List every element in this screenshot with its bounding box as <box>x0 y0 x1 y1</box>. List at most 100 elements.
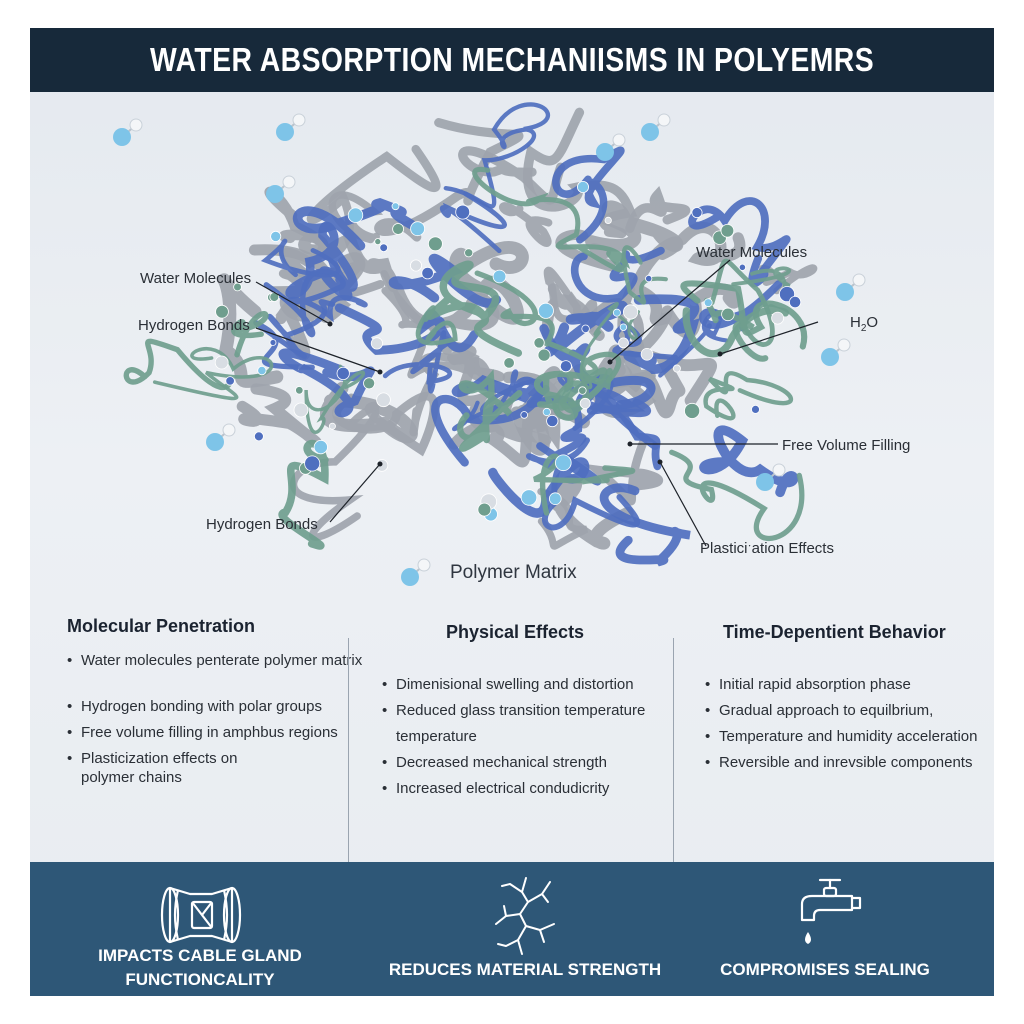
water-oxygen <box>266 185 284 203</box>
polar-chain <box>334 303 479 355</box>
callout-leader-line <box>255 327 381 373</box>
polymer-chain <box>585 200 684 252</box>
atom-node <box>215 304 229 319</box>
polymer-chain <box>332 391 439 457</box>
atom-node <box>554 454 572 472</box>
side-chain <box>533 453 636 516</box>
list-item: Temperature and humidity acceleration <box>705 727 977 746</box>
water-oxygen <box>276 123 294 141</box>
atom-node <box>691 207 703 219</box>
atom-node <box>328 422 336 430</box>
side-chain <box>682 304 789 358</box>
side-chain <box>621 245 668 305</box>
callout-plasticization-effects: Plasticiˑation Effects <box>700 540 834 557</box>
atom-node <box>257 365 267 376</box>
side-chain <box>426 260 523 357</box>
atom-node <box>379 243 389 253</box>
atom-node <box>579 397 591 409</box>
callout-leader-line <box>609 259 731 363</box>
side-chain <box>278 439 329 550</box>
polymer-chain <box>448 241 529 325</box>
impact-label: IMPACTS CABLE GLAND <box>98 946 302 965</box>
polymer-matrix-label: Polymer Matrix <box>450 562 577 583</box>
water-oxygen <box>206 433 224 451</box>
water-oxygen <box>836 283 854 301</box>
side-chain <box>669 449 805 542</box>
atom-node <box>391 202 400 211</box>
atom-node <box>788 296 802 309</box>
atom-node <box>233 282 242 292</box>
atom-node <box>374 238 382 246</box>
list-item: Gradual approach to equilbrium, <box>705 701 977 720</box>
polymer-chain <box>537 487 589 550</box>
water-hydrogen <box>657 113 671 127</box>
polar-chain <box>263 268 368 338</box>
callout-leader-dot <box>717 351 723 357</box>
callout-leader-line <box>659 461 707 547</box>
dripping-faucet-icon <box>800 878 862 944</box>
atom-node <box>295 386 304 395</box>
crack-icon <box>495 877 555 955</box>
polar-chain <box>571 246 665 303</box>
atom-node <box>421 266 434 280</box>
polar-chain <box>552 146 625 244</box>
impact-sealing: COMPROMISES SEALING <box>710 862 940 996</box>
atom-node <box>751 404 760 414</box>
polymer-chain <box>625 186 691 233</box>
water-hydrogen <box>772 463 786 477</box>
polar-chain <box>285 221 358 301</box>
polymer-chain <box>583 438 664 506</box>
atom-node <box>684 402 701 419</box>
polymer-chain <box>543 266 598 333</box>
water-hydrogen <box>282 175 296 189</box>
water-hydrogen <box>612 133 626 147</box>
list-item: Reduced glass transition temperaturetemp… <box>382 701 645 746</box>
atom-node <box>409 259 422 272</box>
atom-node <box>270 230 282 242</box>
column-divider <box>348 638 349 866</box>
water-oxygen <box>821 348 839 366</box>
polar-chain <box>431 374 545 467</box>
cable-gland-icon <box>160 886 242 944</box>
water-hydrogen <box>292 113 306 127</box>
side-chain <box>552 367 608 421</box>
atom-node <box>581 324 590 333</box>
side-chain <box>474 270 622 384</box>
column-time-dependent-behavior: Time-Depentient Behavior Initial rapid a… <box>705 608 977 772</box>
atom-node <box>410 221 426 237</box>
atom-node <box>370 337 383 350</box>
water-hydrogen <box>222 423 236 437</box>
side-chain <box>472 166 631 273</box>
atom-node <box>304 455 321 472</box>
side-chain <box>703 371 794 421</box>
atom-node <box>313 439 328 455</box>
callout-water-molecules-right: Water Molecules <box>696 244 808 261</box>
column-heading: Time-Depentient Behavior <box>723 622 946 642</box>
polar-chain <box>658 310 729 378</box>
atom-node <box>336 366 350 380</box>
atom-node <box>618 337 629 349</box>
atom-node <box>604 216 612 224</box>
atom-node <box>363 377 376 390</box>
side-chain <box>415 305 458 346</box>
atom-node <box>503 357 515 369</box>
atom-node <box>612 308 621 317</box>
column-divider <box>673 638 674 866</box>
side-chain <box>231 311 269 358</box>
atom-node <box>721 307 735 322</box>
atom-node <box>720 224 735 238</box>
callout-hydrogen-bonds-lower: Hydrogen Bonds <box>206 516 318 533</box>
water-hydrogen <box>837 338 851 352</box>
atom-node <box>520 489 538 506</box>
list-item: Dimenisional swelling and distortion <box>382 675 645 694</box>
polymer-chain <box>236 383 322 448</box>
atom-node <box>771 311 784 325</box>
polymer-chain <box>217 273 284 388</box>
atom-node <box>548 492 562 506</box>
impact-label: REDUCES MATERIAL STRENGTH <box>388 960 662 979</box>
atom-node <box>464 248 474 258</box>
atom-node <box>477 502 492 517</box>
atom-node <box>672 364 681 373</box>
atom-node <box>520 411 529 419</box>
